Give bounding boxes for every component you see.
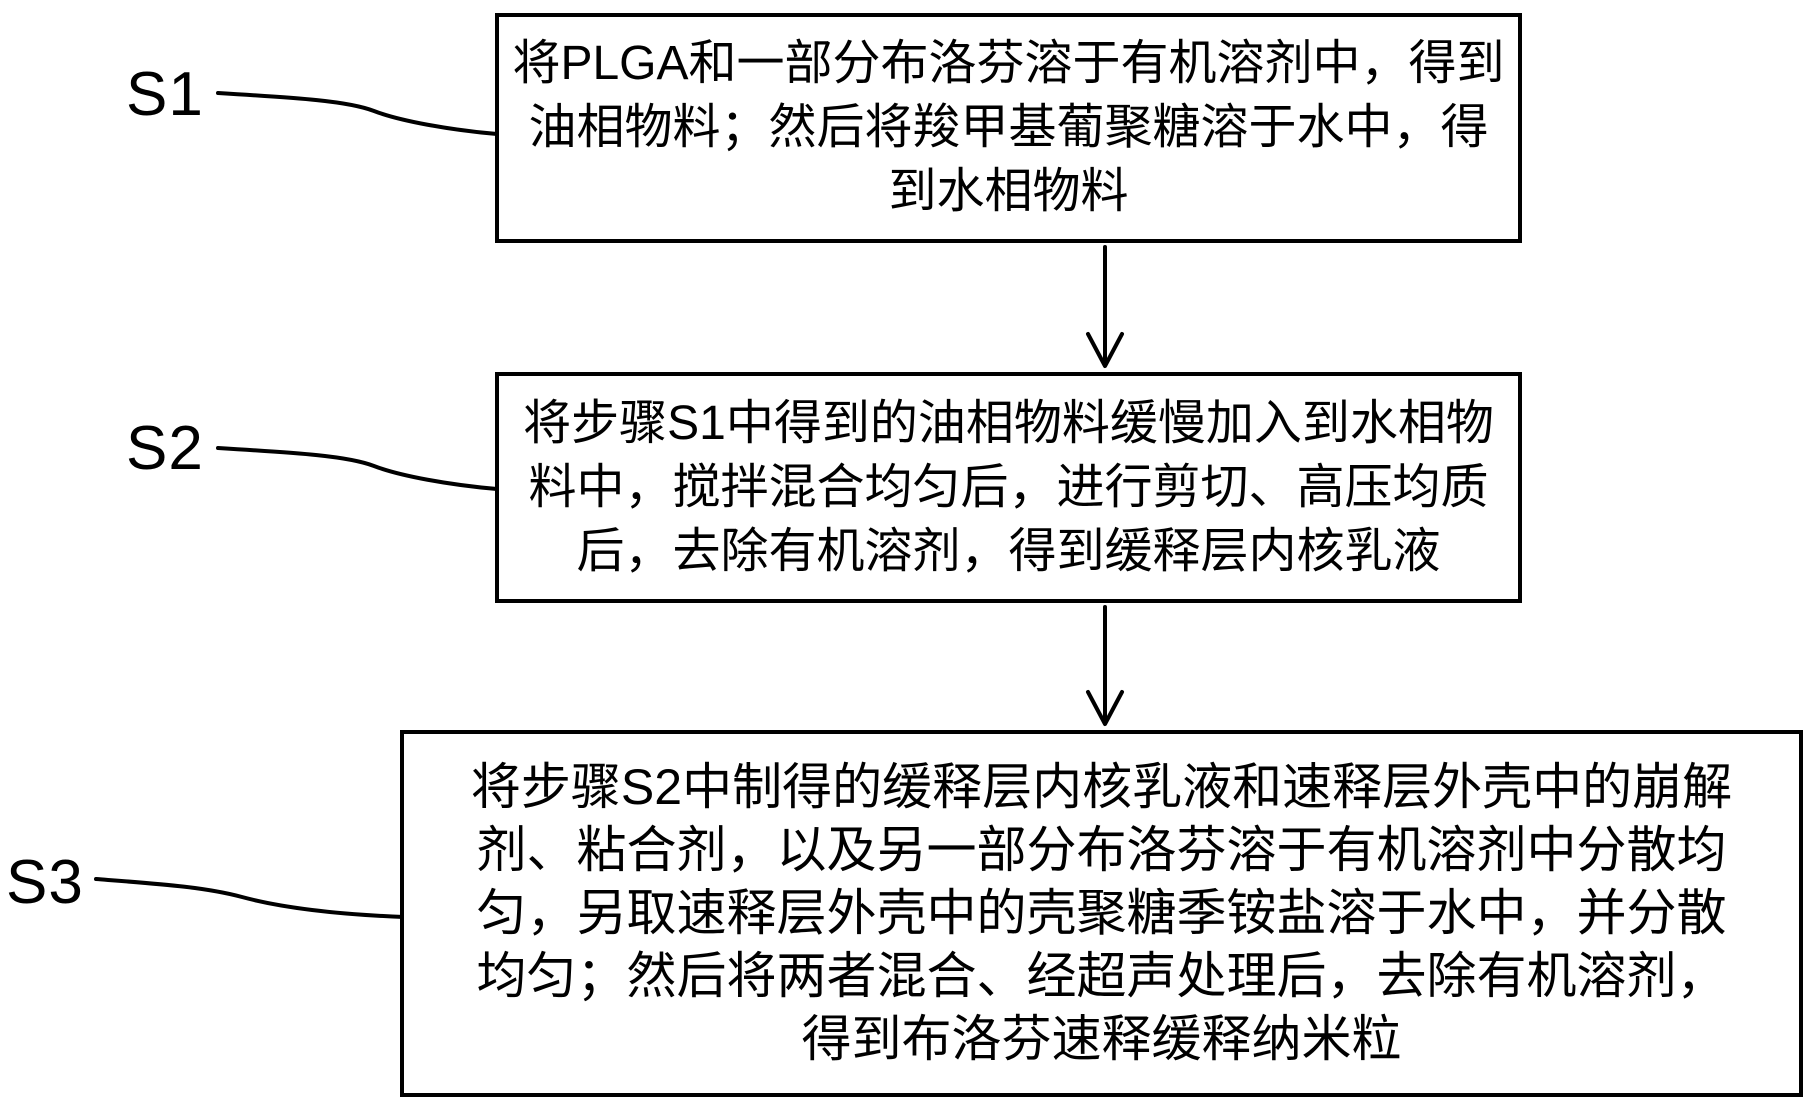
box-s1-text-line: 将PLGA和一部分布洛芬溶于有机溶剂中，得到: [512, 37, 1505, 90]
process-box-s2: 将步骤S1中得到的油相物料缓慢加入到水相物 料中，搅拌混合均匀后，进行剪切、高压…: [495, 372, 1522, 603]
leader-line-s3: [94, 877, 406, 919]
leader-line-s1: [216, 91, 499, 136]
flow-arrow-2: [1086, 605, 1124, 726]
process-box-s3: 将步骤S2中制得的缓释层内核乳液和速释层外壳中的崩解 剂、粘合剂，以及另一部分布…: [400, 730, 1803, 1097]
leader-line-s2: [216, 446, 499, 491]
box-s3-text-line: 得到布洛芬速释缓释纳米粒: [801, 1011, 1402, 1067]
process-box-s1: 将PLGA和一部分布洛芬溶于有机溶剂中，得到 油相物料；然后将羧甲基葡聚糖溶于水…: [495, 13, 1522, 243]
box-s3-text-line: 将步骤S2中制得的缓释层内核乳液和速释层外壳中的崩解: [470, 759, 1733, 815]
flow-arrow-1: [1086, 245, 1124, 368]
box-s3-text-line: 均匀；然后将两者混合、经超声处理后，去除有机溶剂，: [476, 948, 1727, 1004]
box-s2-text-line: 料中，搅拌混合均匀后，进行剪切、高压均质: [528, 460, 1489, 514]
box-s2-text-line: 后，去除有机溶剂，得到缓释层内核乳液: [576, 524, 1441, 578]
step-label-s3: S3: [6, 848, 84, 917]
box-s3-text-line: 匀，另取速释层外壳中的壳聚糖季铵盐溶于水中，并分散: [476, 885, 1727, 941]
box-s3-text-line: 剂、粘合剂，以及另一部分布洛芬溶于有机溶剂中分散均: [476, 822, 1727, 878]
step-label-s1: S1: [126, 60, 204, 129]
step-label-s2: S2: [126, 414, 204, 483]
box-s1-text-line: 油相物料；然后将羧甲基葡聚糖溶于水中，得: [528, 101, 1489, 154]
box-s1-text-line: 到水相物料: [888, 165, 1129, 218]
box-s2-text-line: 将步骤S1中得到的油相物料缓慢加入到水相物: [523, 396, 1494, 450]
